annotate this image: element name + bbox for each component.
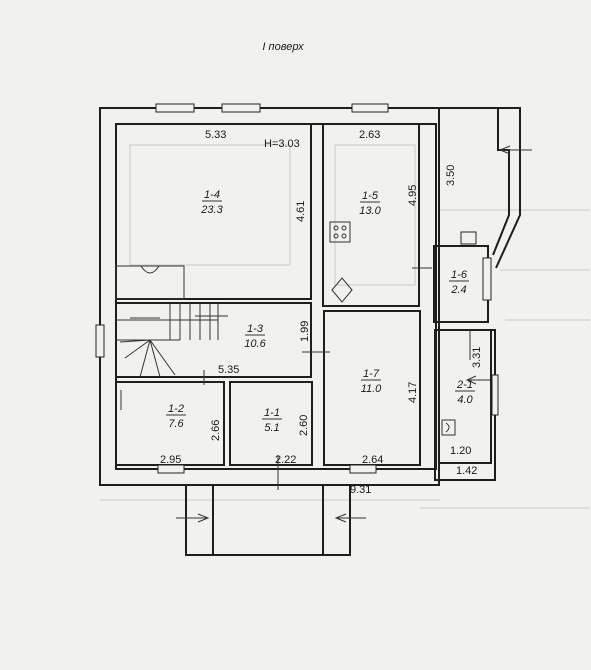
room-2-1-number: 2-1 <box>456 379 473 391</box>
dim-3-50: 3.50 <box>445 165 457 186</box>
dim-1-99: 1.99 <box>299 321 311 342</box>
ceiling-height: H=3.03 <box>264 138 300 150</box>
dim-3-31: 3.31 <box>471 347 483 368</box>
room-1-2-number: 1-2 <box>168 403 184 415</box>
dim-2-95: 2.95 <box>160 454 181 466</box>
room-1-3-number: 1-3 <box>247 323 264 335</box>
room-1-5-number: 1-5 <box>362 190 379 202</box>
appliances <box>329 221 456 436</box>
dim-4-61: 4.61 <box>295 201 307 222</box>
room-1-6-number: 1-6 <box>451 269 468 281</box>
dim-4-17: 4.17 <box>407 382 419 403</box>
dim-2-22: 2.22 <box>275 454 296 466</box>
room-1-6-area: 2.4 <box>450 284 466 296</box>
dim-5-33: 5.33 <box>205 129 226 141</box>
room-1-1-area: 5.1 <box>264 422 279 434</box>
room-1-1-number: 1-1 <box>264 407 280 419</box>
room-1-4-area: 23.3 <box>200 204 223 216</box>
dim-5-35: 5.35 <box>218 364 239 376</box>
room-1-5-area: 13.0 <box>359 205 381 217</box>
dim-2-60: 2.60 <box>298 415 310 436</box>
staircase <box>116 303 228 378</box>
room-1-4-number: 1-4 <box>204 189 220 201</box>
dim-1-20: 1.20 <box>450 445 471 457</box>
dim-1-42: 1.42 <box>456 465 477 477</box>
background-ghost-lines <box>100 144 590 509</box>
room-2-1-area: 4.0 <box>457 394 473 406</box>
dim-4-95: 4.95 <box>407 185 419 206</box>
door-markers <box>120 145 532 523</box>
room-labels: 1-4 23.3 1-5 13.0 1-6 2.4 1-3 10.6 1-7 1… <box>166 189 475 434</box>
room-1-2-area: 7.6 <box>168 418 184 430</box>
room-1-7-area: 11.0 <box>361 383 382 395</box>
room-1-3-area: 10.6 <box>244 338 266 350</box>
dim-2-64: 2.64 <box>362 454 383 466</box>
dim-2-63: 2.63 <box>359 129 380 141</box>
dim-9-31: 9.31 <box>350 484 371 496</box>
floor-title: I поверх <box>262 41 304 53</box>
dim-2-66: 2.66 <box>210 420 222 441</box>
room-1-7-number: 1-7 <box>363 368 380 380</box>
windows <box>95 103 499 474</box>
dimension-labels: 5.33 2.63 3.50 4.61 4.95 1.99 5.35 3.31 … <box>160 129 483 496</box>
